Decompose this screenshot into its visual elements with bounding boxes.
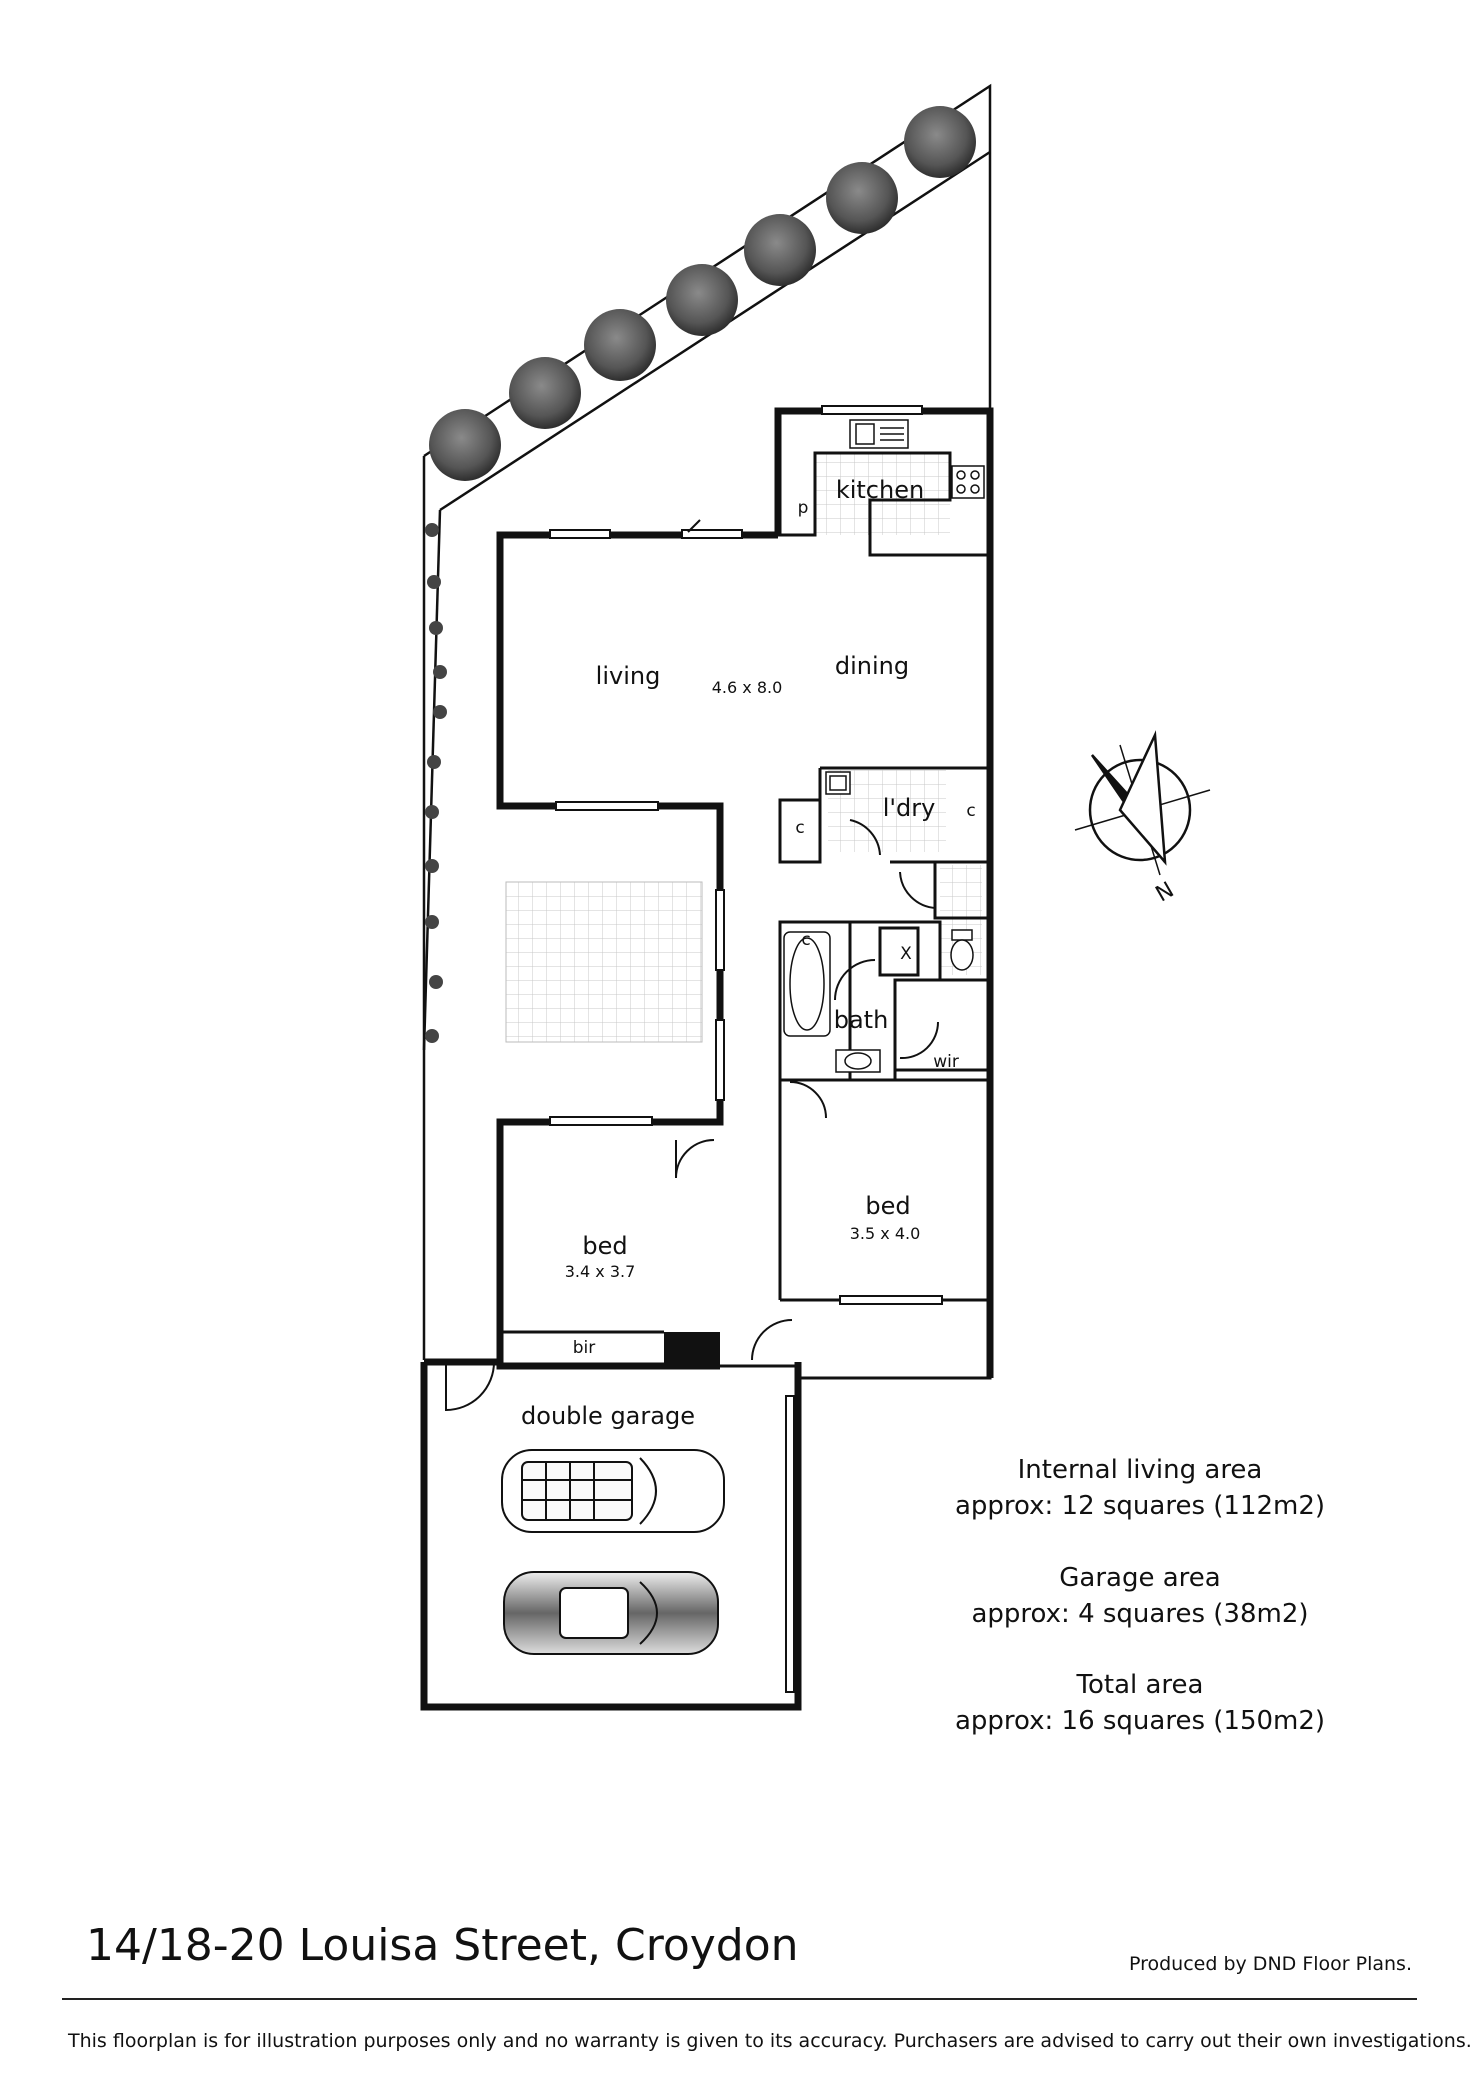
- bath-cupboard-label: c: [801, 930, 811, 950]
- column: [664, 1332, 720, 1366]
- kitchen-floor: [815, 453, 950, 535]
- shrub-icon: [429, 975, 443, 989]
- tree-icon: [509, 357, 581, 429]
- shrub-icon: [425, 1029, 439, 1043]
- tree-icon: [826, 162, 898, 234]
- wir-label: wir: [933, 1052, 959, 1072]
- internal-area-title: Internal living area: [1017, 1455, 1263, 1485]
- property-address: 14/18-20 Louisa Street, Croydon: [86, 1920, 799, 1971]
- disclaimer: This floorplan is for illustration purpo…: [68, 2030, 1472, 2052]
- bed2-size: 3.5 x 4.0: [849, 1224, 921, 1243]
- bath-label: bath: [833, 1006, 889, 1034]
- tree-icon: [429, 409, 501, 481]
- shrub-icon: [425, 915, 439, 929]
- shrub-icon: [425, 805, 439, 819]
- car-icon: [501, 1449, 725, 1533]
- shrub-icon: [427, 755, 441, 769]
- garage-area-title: Garage area: [1059, 1563, 1221, 1593]
- bed1-label: bed: [582, 1232, 628, 1260]
- shrub-icon: [427, 575, 441, 589]
- dining-label: dining: [834, 652, 910, 680]
- internal-walls: [500, 451, 992, 1380]
- shrub-icon: [433, 705, 447, 719]
- courtyard-paving: [505, 881, 703, 1043]
- vanity-basin-icon: [835, 1049, 881, 1073]
- shrub-row: [425, 523, 447, 1043]
- shrub-icon: [425, 859, 439, 873]
- kitchen-label: kitchen: [835, 476, 925, 504]
- laundry-cupboard-label: c: [966, 801, 976, 821]
- bathtub-icon: [783, 931, 831, 1037]
- car-icon: [503, 1571, 719, 1655]
- bed2-label: bed: [865, 1192, 911, 1220]
- pantry-label: p: [797, 498, 809, 518]
- tree-icon: [666, 264, 738, 336]
- garage-label: double garage: [521, 1402, 695, 1430]
- internal-area-value: approx: 12 squares (112m2): [954, 1491, 1326, 1521]
- living-dining-size: 4.6 x 8.0: [711, 678, 783, 697]
- bir-label: bir: [572, 1338, 596, 1358]
- laundry-tub-icon: [825, 771, 851, 795]
- windows: [549, 405, 943, 1693]
- total-area-block: Total area approx: 16 squares (150m2): [955, 1667, 1325, 1739]
- tree-icon: [584, 309, 656, 381]
- producer-credit: Produced by DND Floor Plans.: [1128, 1953, 1412, 1975]
- tree-row: [429, 106, 976, 481]
- total-area-title: Total area: [1076, 1670, 1204, 1700]
- doors: [445, 519, 940, 1412]
- shrub-icon: [429, 621, 443, 635]
- cooktop-icon: [951, 465, 985, 499]
- compass-icon: [1074, 730, 1211, 876]
- bed1-size: 3.4 x 3.7: [564, 1262, 636, 1281]
- laundry-label: l'dry: [882, 794, 936, 822]
- internal-area-block: Internal living area approx: 12 squares …: [955, 1452, 1325, 1524]
- shrub-icon: [433, 665, 447, 679]
- garage-area-value: approx: 4 squares (38m2): [971, 1599, 1309, 1629]
- tree-icon: [904, 106, 976, 178]
- sink-icon: [849, 419, 909, 449]
- tree-icon: [744, 214, 816, 286]
- hall-cupboard-label: c: [795, 818, 805, 838]
- living-label: living: [595, 662, 661, 690]
- shrub-icon: [425, 523, 439, 537]
- linen-label: X: [900, 944, 912, 964]
- garage-area-block: Garage area approx: 4 squares (38m2): [971, 1560, 1308, 1632]
- footer-divider: [62, 1998, 1417, 2000]
- total-area-value: approx: 16 squares (150m2): [954, 1706, 1326, 1736]
- toilet-icon: [950, 929, 974, 971]
